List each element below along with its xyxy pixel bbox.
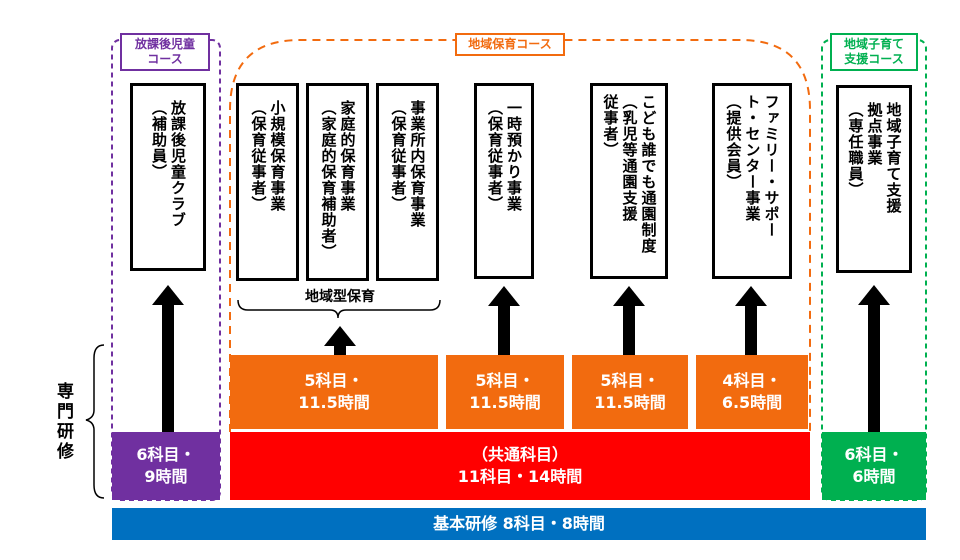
job-box-family-support: ファミリー・サポー ト・センター事業 （提供会員） <box>712 83 792 279</box>
job-box-shoukibo: 小規模保育事業 （保育従事者） <box>236 83 299 281</box>
job-box-text: 一時預かり事業 （保育従事者） <box>486 100 523 212</box>
arrow-up-daredemo <box>611 286 647 356</box>
band-line2: 11科目・14時間 <box>457 467 583 486</box>
band-line1: 6科目・ <box>844 445 904 464</box>
group-label: 地域型保育 <box>280 286 400 306</box>
specialized-line2: 11.5時間 <box>469 393 541 412</box>
specialized-box-ichiji: 5科目・ 11.5時間 <box>446 355 564 429</box>
kosodate-course-label: 地域子育て 支援コース <box>830 33 918 71</box>
group-bracket <box>237 299 441 319</box>
job-box-kateiteki: 家庭的保育事業 （家庭的保育補助者） <box>306 83 369 281</box>
band-line1: （共通科目） <box>471 445 568 464</box>
job-box-houkago: 放課後児童クラブ （補助員） <box>130 83 206 271</box>
job-box-text: 地域子育て支援 拠点事業 （専任職員） <box>846 102 903 214</box>
job-box-kosodate: 地域子育て支援 拠点事業 （専任職員） <box>836 85 912 273</box>
job-box-text: 事業所内保育事業 （保育従事者） <box>389 100 427 228</box>
arrow-up-ichiji <box>486 286 522 356</box>
arrow-up-group <box>322 326 358 358</box>
specialized-line2: 11.5時間 <box>298 393 370 412</box>
arrow-up-family-support <box>733 286 769 356</box>
specialized-bracket <box>85 344 105 499</box>
chiiki-hoiku-course-label: 地域保育コース <box>455 33 565 56</box>
specialized-training-label: 専門研修 <box>53 382 73 462</box>
job-box-daredemo: こども誰でも通園制度 （乳児等通園支援 従事者） <box>590 83 668 279</box>
common-subjects-band: （共通科目） 11科目・14時間 <box>230 432 810 500</box>
job-box-ichiji: 一時預かり事業 （保育従事者） <box>474 83 534 279</box>
specialized-box-chiiki-gata: 5科目・ 11.5時間 <box>230 355 438 429</box>
specialized-line1: 4科目・ <box>722 371 782 390</box>
band-line2: 9時間 <box>144 467 188 486</box>
chiiki-hoiku-course-outline <box>229 39 811 432</box>
basic-training-label: 基本研修 8科目・8時間 <box>433 514 605 533</box>
specialized-line2: 11.5時間 <box>594 393 666 412</box>
job-box-jigyousho: 事業所内保育事業 （保育従事者） <box>376 83 439 281</box>
basic-training-band: 基本研修 8科目・8時間 <box>112 508 926 540</box>
job-box-text: 家庭的保育事業 （家庭的保育補助者） <box>319 100 357 260</box>
arrow-up-kosodate <box>856 285 892 455</box>
band-line1: 6科目・ <box>136 445 196 464</box>
houkago-subjects-band: 6科目・ 9時間 <box>112 432 220 500</box>
specialized-line1: 5科目・ <box>475 371 535 390</box>
job-box-text: 放課後児童クラブ （補助員） <box>150 100 187 228</box>
specialized-line2: 6.5時間 <box>721 393 783 412</box>
specialized-box-daredemo: 5科目・ 11.5時間 <box>572 355 688 429</box>
specialized-box-family-support: 4科目・ 6.5時間 <box>696 355 808 429</box>
arrow-up-houkago <box>150 285 186 455</box>
specialized-line1: 5科目・ <box>304 371 364 390</box>
job-box-text: こども誰でも通園制度 （乳児等通園支援 従事者） <box>601 94 658 254</box>
job-box-text: 小規模保育事業 （保育従事者） <box>249 100 287 212</box>
band-line2: 6時間 <box>852 467 896 486</box>
houkago-course-label: 放課後児童 コース <box>120 33 210 71</box>
specialized-line1: 5科目・ <box>600 371 660 390</box>
kosodate-subjects-band: 6科目・ 6時間 <box>822 432 926 500</box>
job-box-text: ファミリー・サポー ト・センター事業 （提供会員） <box>724 94 781 238</box>
